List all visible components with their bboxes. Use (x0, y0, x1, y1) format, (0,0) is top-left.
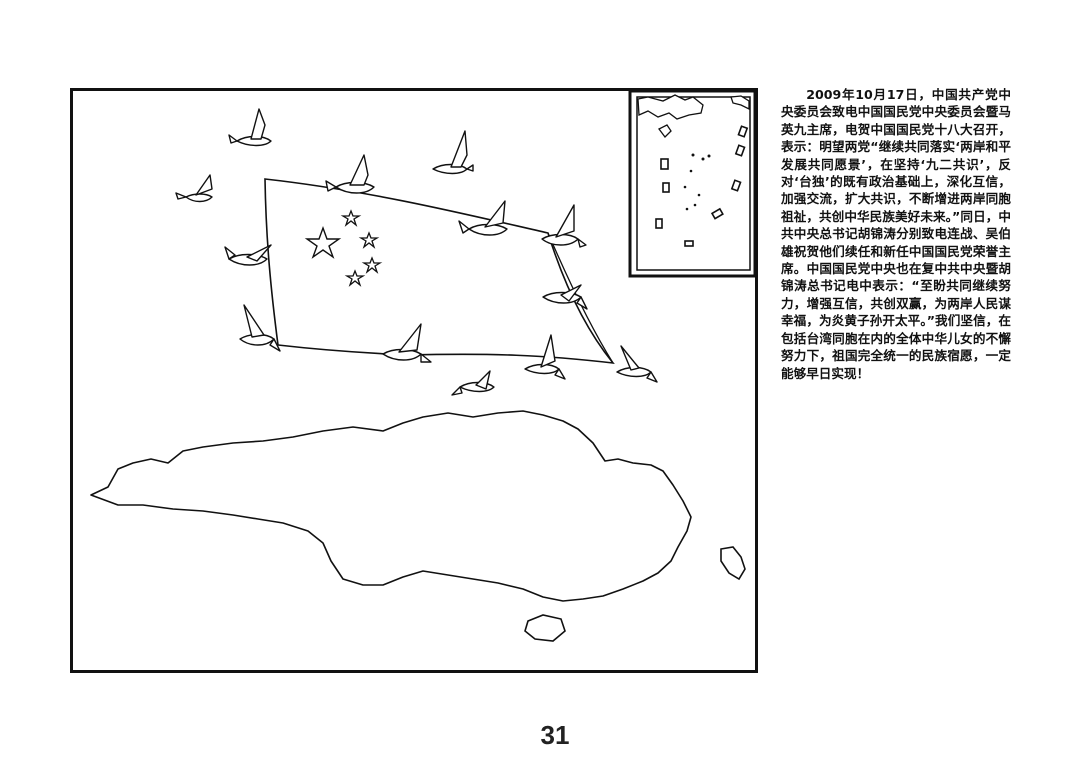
dove (239, 304, 281, 352)
dove (542, 284, 588, 310)
caption-text: 2009年10月17日，中国共产党中央委员会致电中国国民党中央委员会暨马英九主席… (781, 87, 1011, 381)
dove (524, 334, 566, 380)
dove (541, 204, 587, 248)
illustration-canvas (90, 91, 755, 642)
hainan-island (524, 614, 566, 642)
page-number: 31 (540, 720, 570, 750)
flag (264, 178, 615, 365)
flag-small-star (340, 209, 362, 227)
flag-small-star (358, 231, 380, 249)
flag-small-star (344, 269, 366, 287)
dove (451, 370, 495, 396)
flag-small-star (361, 256, 383, 274)
south-china-sea-inset (628, 91, 755, 278)
taiwan-island (720, 546, 746, 581)
dove (382, 323, 432, 363)
dove (458, 200, 508, 236)
flag-big-star (304, 225, 342, 259)
dove (224, 244, 272, 266)
dove (325, 154, 375, 194)
dove (616, 345, 658, 383)
dove (432, 130, 474, 175)
comic-panel (70, 88, 758, 673)
dove (228, 108, 272, 147)
dove (175, 174, 213, 203)
china-map (90, 410, 692, 602)
